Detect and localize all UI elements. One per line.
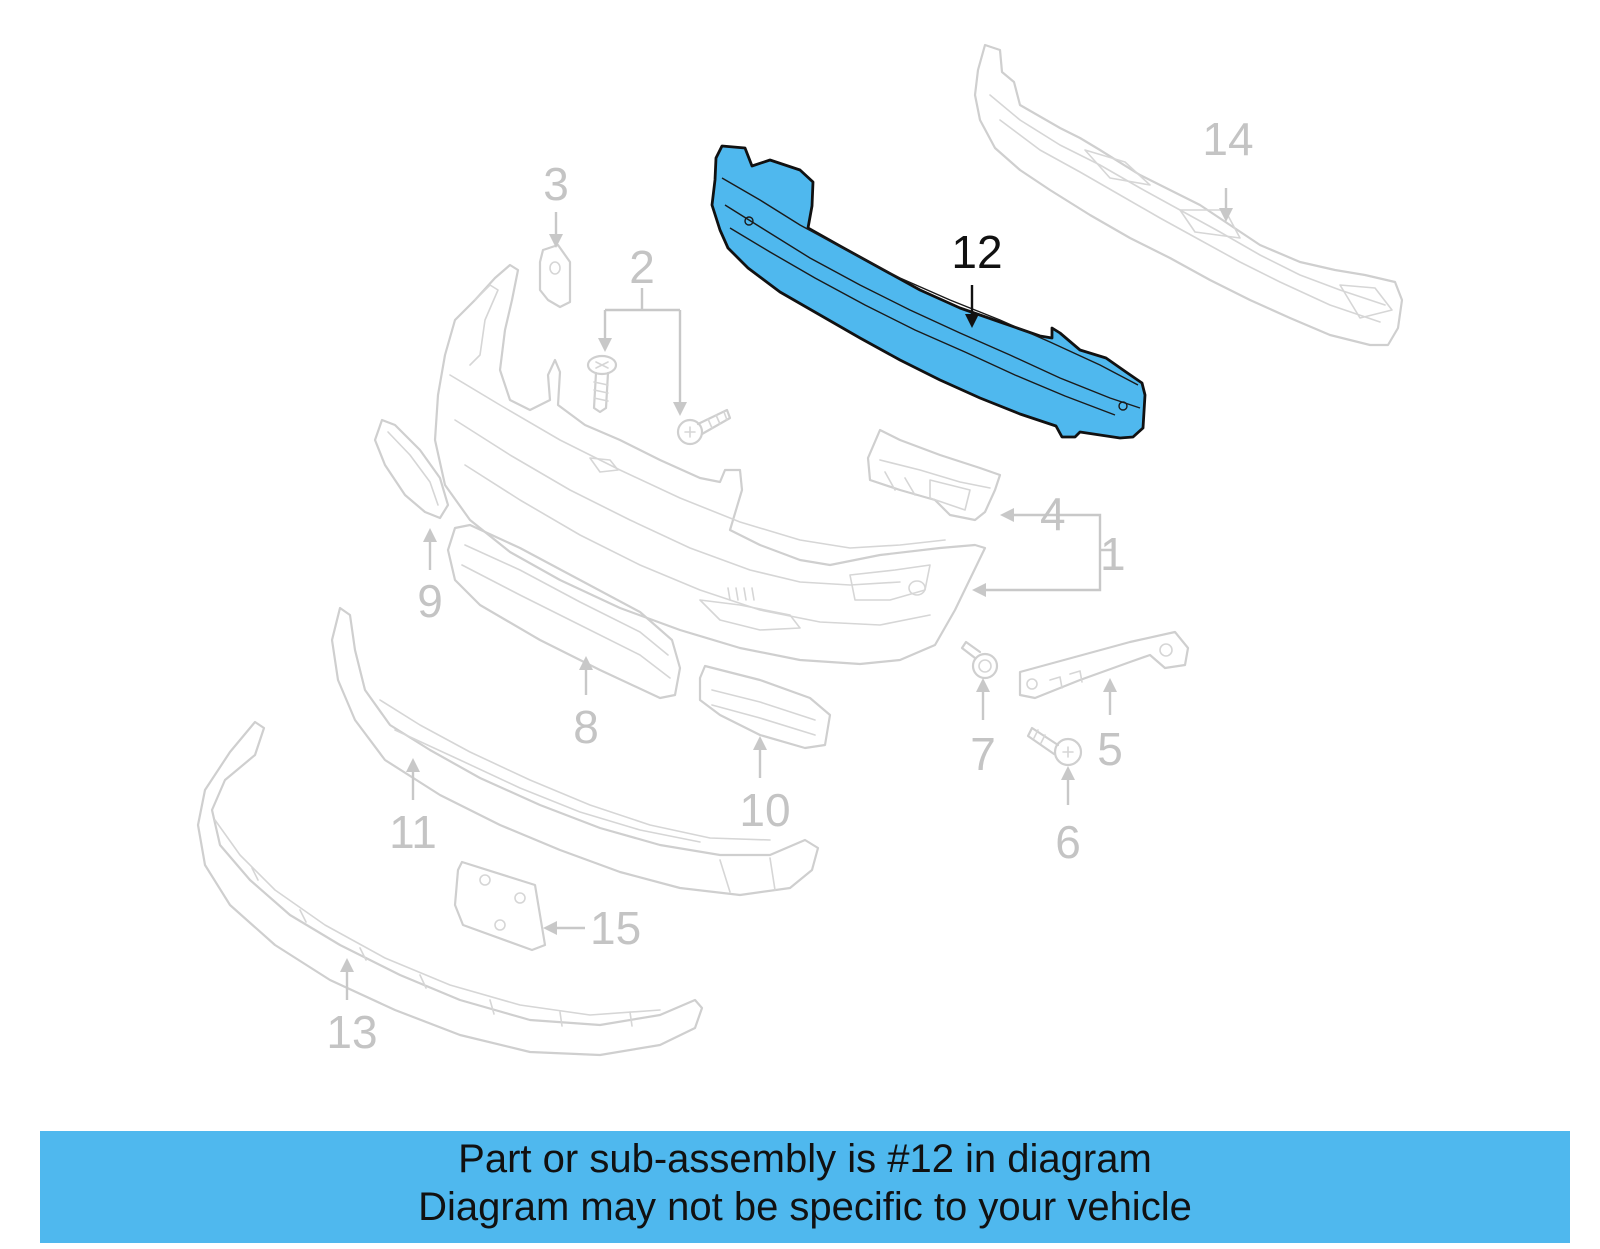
callout-6: 6 <box>1055 816 1081 868</box>
part-12-reinforcement-highlighted <box>710 144 1147 440</box>
part-15-license-bracket <box>453 860 547 952</box>
part-4-bracket <box>866 428 1002 522</box>
callout-10: 10 <box>739 784 790 836</box>
banner-disclaimer-text: Diagram may not be specific to your vehi… <box>418 1185 1192 1229</box>
banner-part-text: Part or sub-assembly is #12 in diagram <box>458 1137 1152 1181</box>
callout-1: 1 <box>1100 528 1126 580</box>
part-14-absorber <box>973 43 1404 347</box>
callout-4: 4 <box>1040 488 1066 540</box>
part-5-side-bracket <box>1018 630 1190 700</box>
leader-lines <box>340 188 1233 1000</box>
part-7-push-clip <box>960 640 999 680</box>
callout-15: 15 <box>590 902 641 954</box>
callout-labels: 1 2 3 4 5 6 7 8 9 10 11 12 13 14 15 <box>326 113 1253 1058</box>
callout-13: 13 <box>326 1006 377 1058</box>
callout-3: 3 <box>543 158 569 210</box>
callout-2: 2 <box>629 241 655 293</box>
callout-9: 9 <box>417 575 443 627</box>
part-2-screws <box>586 354 732 446</box>
callout-5: 5 <box>1097 723 1123 775</box>
callout-14: 14 <box>1202 113 1253 165</box>
part-13-lower-strip <box>196 720 704 1057</box>
part-8-center-grille <box>446 523 682 700</box>
part-9-side-grille <box>373 418 450 520</box>
callout-11: 11 <box>389 806 437 858</box>
part-3-bracket <box>538 243 572 309</box>
part-1-bumper-cover <box>433 263 987 666</box>
callout-12: 12 <box>951 226 1002 278</box>
part-10-small-grille <box>698 664 832 750</box>
callout-8: 8 <box>573 701 599 753</box>
part-6-bolt <box>1026 726 1083 767</box>
callout-7: 7 <box>970 728 996 780</box>
part-11-lower-valance <box>330 606 820 897</box>
info-banner: Part or sub-assembly is #12 in diagram D… <box>40 1131 1570 1243</box>
